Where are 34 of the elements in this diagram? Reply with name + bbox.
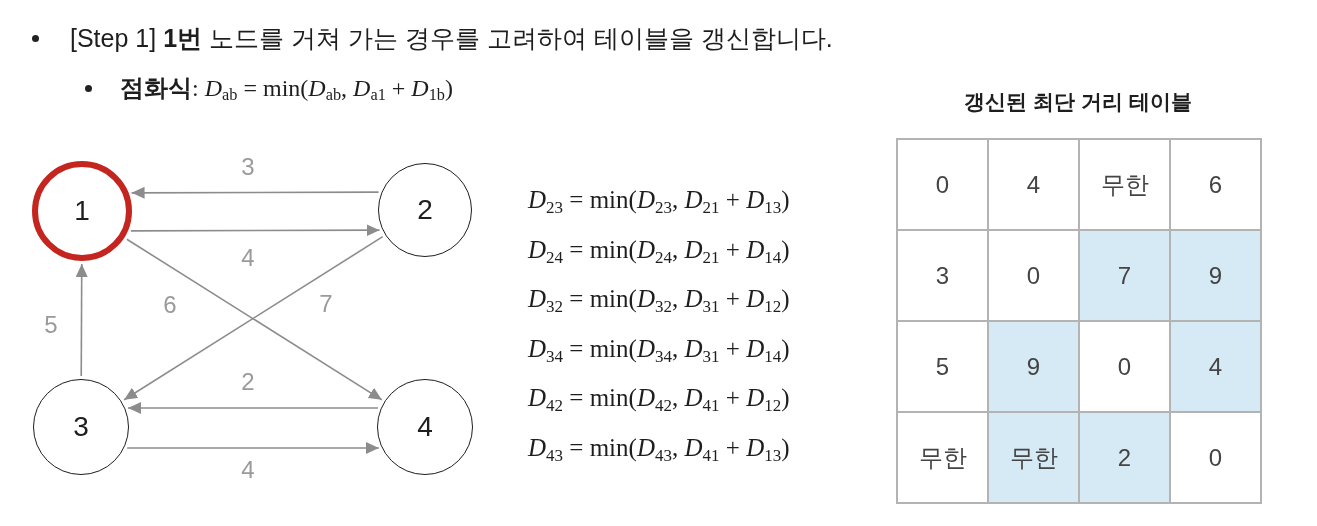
table-title: 갱신된 최단 거리 테이블	[964, 89, 1192, 115]
table-cell: 0	[989, 231, 1078, 320]
table-cell: 7	[1080, 231, 1169, 320]
equation: D$_{42}$ = min(D$_{42}$, D$_{41}$ + D$_{12}$)	[528, 383, 790, 413]
table-cell: 5	[898, 322, 987, 411]
node-number: 1	[74, 197, 90, 225]
table-cell: 0	[1080, 322, 1169, 411]
table-cell: 무한	[898, 413, 987, 502]
table-cell: 무한	[989, 413, 1078, 502]
equation: D$_{24}$ = min(D$_{24}$, D$_{21}$ + D$_{14}$)	[528, 234, 790, 265]
equation: D$_{43}$ = min(D$_{43}$, D$_{41}$ + D$_{13}$)	[528, 432, 790, 463]
table-cell: 3	[898, 231, 987, 320]
table-cell: 2	[1080, 413, 1169, 502]
arrow	[130, 224, 381, 237]
equation: D$_{34}$ = min(D$_{34}$, D$_{31}$ + D$_{14}$)	[528, 333, 790, 364]
node-number: 4	[417, 413, 433, 441]
arrow	[75, 263, 88, 377]
table-cell: 0	[898, 140, 987, 229]
recurrence-formula: 점화식: D$_{ab}$ = min(D$_{ab}$, D$_{a1}$ + D$_{1b}$)	[120, 73, 453, 103]
equation: D$_{32}$ = min(D$_{32}$, D$_{31}$ + D$_{12}$)	[528, 284, 790, 314]
arrow	[127, 402, 379, 414]
arrow	[126, 442, 380, 454]
node-number: 3	[73, 413, 89, 441]
step-description: [Step 1] 1번 노드를 거쳐 가는 경우를 고려하여 테이블을 갱신합니다.	[70, 23, 833, 53]
equation: D$_{23}$ = min(D$_{23}$, D$_{21}$ + D$_{13}$)	[528, 185, 790, 215]
table-cell: 4	[989, 140, 1078, 229]
table-cell: 6	[1171, 140, 1260, 229]
table-cell: 9	[989, 322, 1078, 411]
table-cell: 9	[1171, 231, 1260, 320]
arrow	[130, 186, 380, 199]
node-number: 2	[417, 196, 433, 224]
table-cell: 0	[1171, 413, 1260, 502]
table-cell: 4	[1171, 322, 1260, 411]
table-cell: 무한	[1080, 140, 1169, 229]
